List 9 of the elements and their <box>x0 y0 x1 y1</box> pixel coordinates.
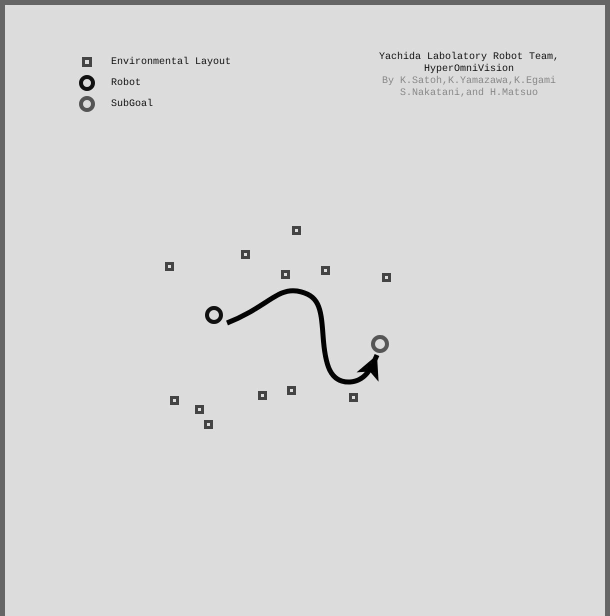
author-credit: By K.Satoh,K.Yamazawa,K.Egami S.Nakatani,and H.Matsuo <box>380 76 558 100</box>
legend-label: Robot <box>111 78 142 88</box>
team-title: HyperOmniVision <box>424 64 514 76</box>
path-arrow <box>226 288 380 384</box>
legend-label: SubGoal <box>111 98 154 110</box>
team-title: Yachida Labolatory Robot Team, <box>378 52 560 64</box>
subgoal-ring <box>371 335 389 353</box>
robot-ring <box>205 306 223 324</box>
legend-label: Environmental Layout <box>111 56 232 68</box>
